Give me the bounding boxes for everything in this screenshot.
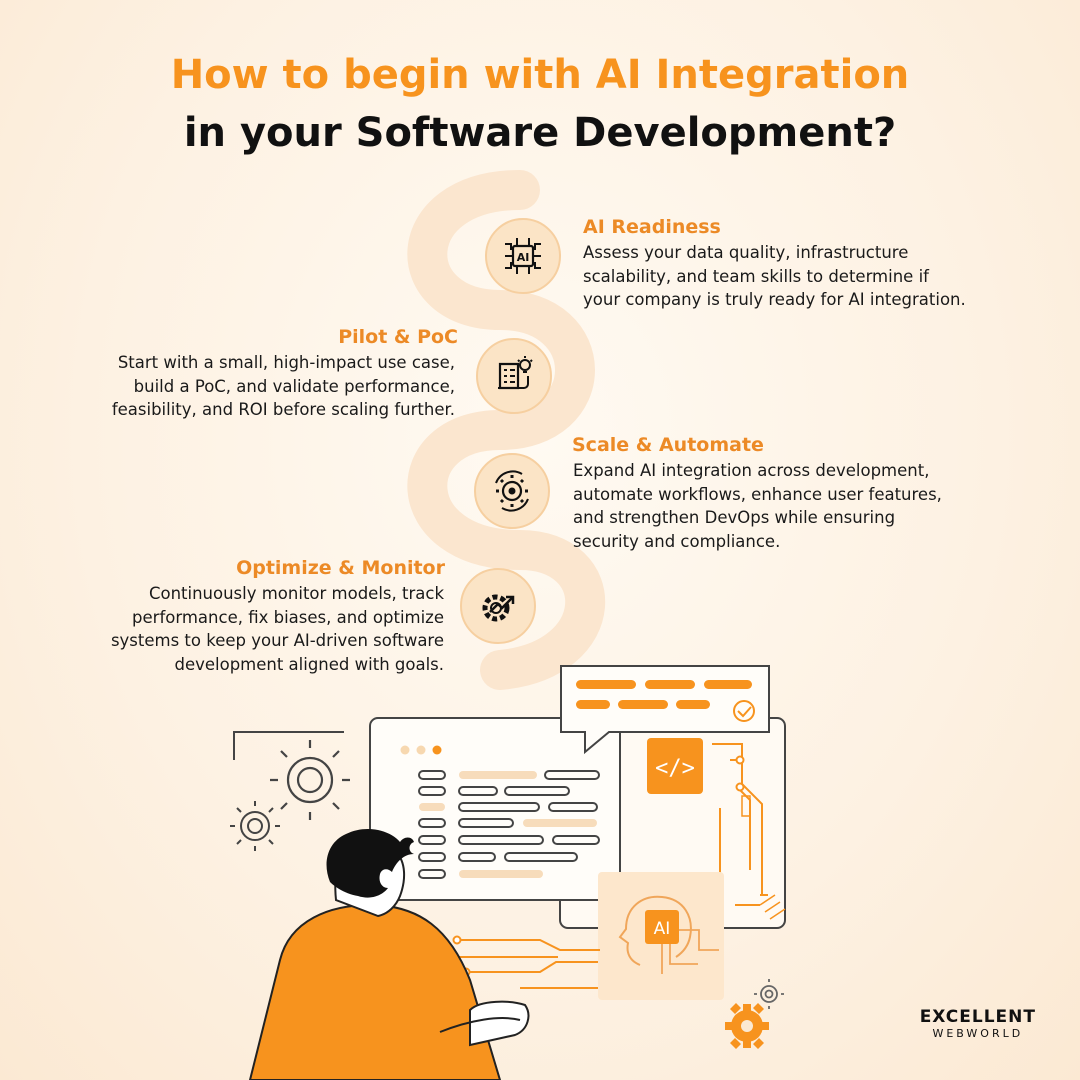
page-title-line-2: in your Software Development? <box>183 110 897 156</box>
gear-icon <box>270 740 350 820</box>
logo-line-1: EXCELLENT <box>919 1007 1036 1027</box>
brand-logo: EXCELLENT WEBWORLD <box>920 1007 1036 1040</box>
step-1-description: Assess your data quality, infrastructure… <box>583 241 966 312</box>
gear-growth-icon <box>482 594 515 622</box>
step-1-title: AI Readiness <box>583 216 721 238</box>
checkmark-icon <box>733 700 755 722</box>
gear-icon <box>230 801 280 851</box>
ai-card-label: AI <box>654 919 671 939</box>
step-2-line: build a PoC, and validate performance, <box>133 376 455 396</box>
step-3-line: and strengthen DevOps while ensuring <box>573 508 896 527</box>
step-4-line: development aligned with goals. <box>174 654 444 674</box>
step-3-line: automate workflows, enhance user feature… <box>573 484 942 504</box>
step-4-line: systems to keep your AI-driven software <box>110 631 444 650</box>
step-3-line: Expand AI integration across development… <box>573 461 930 480</box>
step-4-line: Continuously monitor models, track <box>148 584 444 603</box>
step-2-description: Start with a small, high-impact use case… <box>112 351 455 422</box>
step-2-line: feasibility, and ROI before scaling furt… <box>111 400 455 419</box>
step-3-description: Expand AI integration across development… <box>573 459 942 553</box>
gear-icon <box>754 979 784 1009</box>
step-2-title: Pilot & PoC <box>338 326 458 348</box>
step-2-line: Start with a small, high-impact use case… <box>117 353 455 372</box>
logo-line-2: WEBWORLD <box>932 1027 1024 1040</box>
code-symbol: </> <box>655 756 695 781</box>
step-4-line: performance, fix biases, and optimize <box>132 607 444 627</box>
step-3-line: security and compliance. <box>573 531 781 551</box>
gear-icon <box>725 1003 769 1049</box>
step-4-title: Optimize & Monitor <box>236 557 445 579</box>
automation-gear-icon <box>495 470 529 512</box>
ai-chip-label: AI <box>517 251 530 264</box>
step-3-circle <box>474 453 550 529</box>
checklist-idea-icon <box>498 356 533 390</box>
step-1-circle: AI <box>485 218 561 294</box>
step-1-line: your company is truly ready for AI integ… <box>583 290 966 309</box>
step-2-circle <box>476 338 552 414</box>
step-1-line: Assess your data quality, infrastructure <box>583 243 909 262</box>
step-3-title: Scale & Automate <box>572 434 764 456</box>
ai-chip-icon: AI <box>505 238 541 274</box>
step-1-line: scalability, and team skills to determin… <box>583 266 929 286</box>
page-title-line-1: How to begin with AI Integration <box>170 52 910 98</box>
step-4-description: Continuously monitor models, track perfo… <box>111 582 444 676</box>
step-4-circle <box>460 568 536 644</box>
